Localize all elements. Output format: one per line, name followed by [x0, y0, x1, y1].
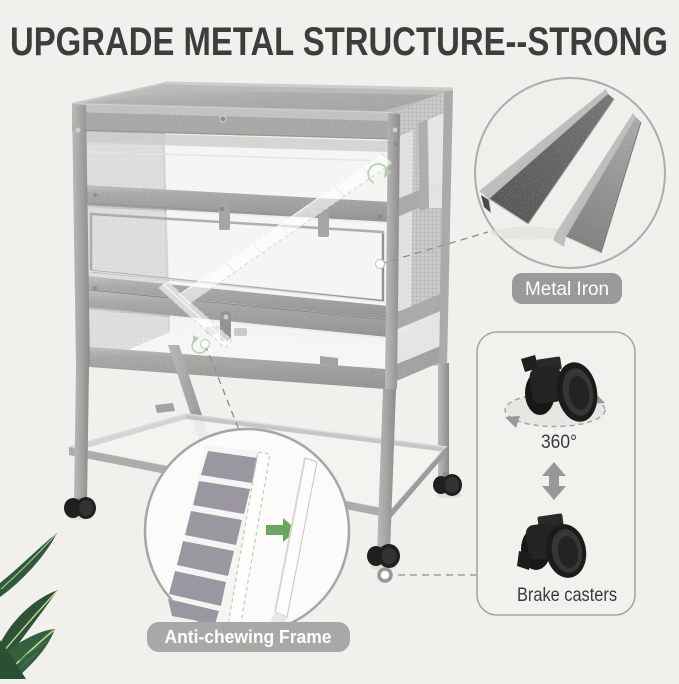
- svg-text:Brake casters: Brake casters: [517, 585, 617, 606]
- svg-text:Anti-chewing Frame: Anti-chewing Frame: [165, 627, 332, 647]
- svg-text:360°: 360°: [541, 432, 577, 453]
- svg-text:Metal Iron: Metal Iron: [525, 278, 609, 300]
- svg-text:UPGRADE METAL STRUCTURE--STRON: UPGRADE METAL STRUCTURE--STRONG: [10, 20, 668, 64]
